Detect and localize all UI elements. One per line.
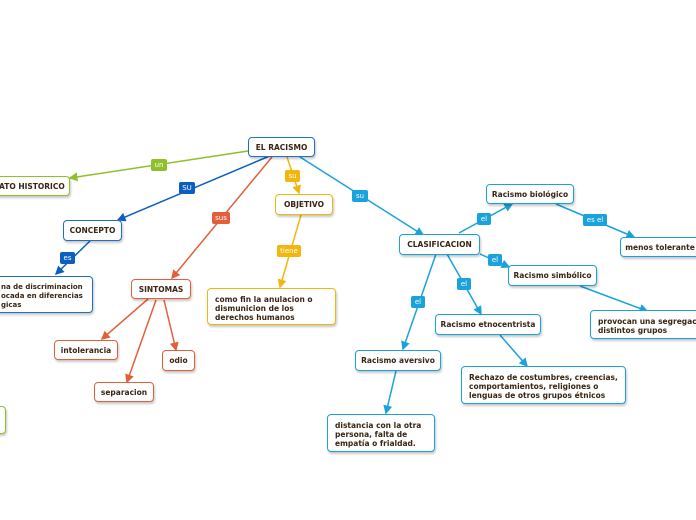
link-distancia (383, 370, 397, 415)
partial-green-node[interactable] (0, 406, 6, 434)
connector-su-yellow: su (285, 170, 300, 182)
simbolico-node[interactable]: Racismo simbólico (508, 265, 597, 286)
link-odio (163, 299, 179, 352)
biologico-node[interactable]: Racismo biológico (486, 184, 574, 204)
tolerante-node[interactable]: menos tolerante (620, 237, 696, 257)
concepto-node[interactable]: CONCEPTO (63, 220, 122, 241)
separacion-node[interactable]: separacion (94, 382, 154, 402)
segregacion-node[interactable]: provocan una segregació distintos grupos (590, 310, 696, 339)
link-segregacion (579, 285, 649, 313)
intolerancia-node[interactable]: intolerancia (54, 340, 118, 360)
connector-tiene: tiene (277, 245, 301, 257)
sintomas-node[interactable]: SINTOMAS (131, 279, 191, 299)
connector-el-aversivo: el (411, 296, 425, 308)
objetivo-fin-node[interactable]: como fin la anulacion o dismunicion de l… (207, 288, 336, 325)
definicion-node[interactable]: na de discriminacion ocada en diferencia… (0, 276, 93, 313)
clasificacion-node[interactable]: CLASIFICACION (399, 234, 480, 255)
distancia-node[interactable]: distancia con la otra persona, falta de … (327, 414, 435, 452)
connector-el-etnocentrista: el (457, 278, 471, 290)
etnocentrista-node[interactable]: Racismo etnocentrista (435, 314, 541, 335)
rechazo-node[interactable]: Rechazo de costumbres, creencias, compor… (461, 366, 626, 404)
root-node[interactable]: EL RACISMO (248, 137, 315, 157)
link-separacion (125, 299, 157, 384)
aversivo-node[interactable]: Racismo aversivo (355, 350, 441, 371)
link-concepto (116, 154, 273, 222)
connector-el-biologico: el (477, 213, 491, 225)
connector-sus: sus (212, 212, 230, 224)
objetivo-node[interactable]: OBJETIVO (275, 194, 333, 215)
connector-es: es (60, 252, 75, 264)
odio-node[interactable]: odio (162, 350, 195, 371)
connector-es-el: es el (583, 214, 607, 226)
historico-node[interactable]: ATO HISTORICO (0, 176, 70, 196)
link-rechazo (499, 334, 528, 368)
connector-su-blue: SU (179, 182, 195, 194)
connector-un: un (151, 159, 167, 171)
connector-su-cyan: su (352, 190, 368, 202)
link-intolerancia (100, 298, 149, 340)
connector-el-simbolico: el (488, 254, 502, 266)
